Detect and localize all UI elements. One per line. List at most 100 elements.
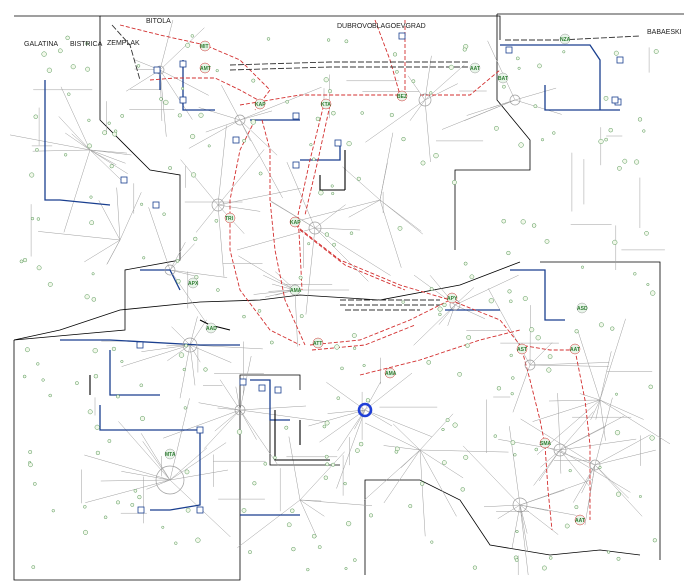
bus-node[interactable] (198, 112, 204, 118)
bus-node[interactable] (111, 346, 116, 351)
station-box[interactable] (196, 426, 204, 434)
bus-node[interactable] (298, 275, 303, 280)
bus-node[interactable] (92, 348, 98, 354)
bus-node[interactable] (182, 367, 186, 372)
bus-node[interactable] (507, 289, 512, 294)
bus-node[interactable] (216, 288, 220, 292)
bus-node[interactable] (546, 367, 552, 373)
bus-node[interactable] (323, 77, 329, 83)
bus-node[interactable] (83, 505, 87, 509)
station-box[interactable] (179, 60, 187, 68)
bus-node[interactable] (306, 568, 310, 572)
bus-node[interactable] (358, 441, 364, 447)
bus-node[interactable] (362, 364, 366, 367)
bus-node[interactable] (168, 166, 172, 170)
bus-node[interactable] (516, 56, 520, 61)
bus-node[interactable] (633, 272, 637, 276)
station-box[interactable] (120, 176, 128, 184)
bus-node[interactable] (41, 378, 45, 382)
bus-node[interactable] (649, 435, 655, 441)
bus-node[interactable] (25, 347, 30, 353)
station-box[interactable] (292, 161, 300, 169)
bus-node[interactable] (463, 454, 469, 460)
bus-node[interactable] (324, 454, 329, 459)
station-box[interactable] (232, 136, 240, 144)
bus-node[interactable] (102, 130, 107, 136)
bus-node[interactable] (266, 37, 271, 41)
bus-node[interactable] (509, 299, 513, 303)
substation-aat-north[interactable]: AAT (469, 62, 481, 74)
bus-node[interactable] (331, 462, 335, 467)
bus-node[interactable] (139, 415, 146, 422)
bus-node[interactable] (614, 430, 621, 436)
bus-node[interactable] (318, 190, 324, 196)
bus-node[interactable] (263, 462, 268, 466)
bus-node[interactable] (437, 306, 443, 312)
bus-node[interactable] (48, 393, 52, 398)
bus-node[interactable] (637, 117, 643, 122)
bus-node[interactable] (568, 469, 572, 473)
bus-node[interactable] (613, 50, 619, 56)
bus-node[interactable] (520, 219, 526, 225)
substation-nza[interactable]: NZA (559, 33, 571, 45)
bus-node[interactable] (460, 487, 465, 492)
bus-node[interactable] (332, 242, 336, 247)
bus-node[interactable] (120, 114, 124, 118)
bus-node[interactable] (616, 491, 621, 497)
substation-mit[interactable]: MIT (199, 40, 211, 52)
bus-node[interactable] (33, 482, 37, 486)
bus-node[interactable] (433, 153, 439, 159)
bus-node[interactable] (617, 165, 622, 171)
bus-node[interactable] (355, 448, 360, 453)
bus-node[interactable] (452, 422, 458, 428)
bus-node[interactable] (562, 50, 566, 54)
bus-node[interactable] (248, 550, 252, 554)
bus-node[interactable] (346, 521, 352, 527)
bus-node[interactable] (163, 99, 169, 105)
bus-node[interactable] (389, 112, 394, 117)
bus-node[interactable] (328, 89, 332, 94)
bus-node[interactable] (360, 111, 364, 115)
bus-node[interactable] (28, 462, 33, 468)
bus-node[interactable] (438, 312, 442, 317)
bus-node[interactable] (174, 541, 178, 545)
bus-node[interactable] (401, 300, 405, 304)
bus-node[interactable] (408, 504, 413, 509)
bus-node[interactable] (93, 374, 99, 379)
bus-node[interactable] (87, 409, 93, 415)
bus-node[interactable] (330, 184, 334, 188)
bus-node[interactable] (510, 392, 514, 396)
station-box[interactable] (616, 56, 624, 64)
bus-node[interactable] (411, 79, 416, 84)
bus-node[interactable] (430, 540, 434, 544)
bus-node[interactable] (549, 556, 553, 560)
bus-node[interactable] (650, 290, 656, 296)
bus-node[interactable] (336, 396, 341, 400)
bus-node[interactable] (94, 424, 100, 430)
bus-node[interactable] (564, 523, 570, 529)
bus-node[interactable] (35, 148, 39, 152)
bus-node[interactable] (509, 353, 513, 357)
bus-node[interactable] (646, 283, 650, 286)
bus-node[interactable] (462, 47, 467, 52)
bus-node[interactable] (286, 522, 292, 528)
bus-node[interactable] (203, 367, 208, 372)
bus-node[interactable] (581, 265, 584, 269)
bus-node[interactable] (65, 35, 70, 40)
bus-node[interactable] (346, 141, 352, 147)
bus-node[interactable] (343, 482, 347, 486)
bus-node[interactable] (140, 202, 144, 206)
substation-aat-south[interactable]: AAT (574, 514, 586, 526)
substation-sma[interactable]: SMA (539, 437, 552, 449)
bus-node[interactable] (75, 381, 79, 385)
bus-node[interactable] (634, 159, 640, 165)
bus-node[interactable] (445, 418, 450, 423)
bus-node[interactable] (258, 171, 263, 176)
bus-node[interactable] (514, 558, 519, 562)
bus-node[interactable] (493, 434, 497, 438)
bus-node[interactable] (515, 530, 519, 534)
bus-node[interactable] (236, 429, 243, 435)
bus-node[interactable] (603, 96, 609, 101)
station-box[interactable] (611, 96, 619, 104)
substation-apx[interactable]: APX (187, 277, 199, 289)
